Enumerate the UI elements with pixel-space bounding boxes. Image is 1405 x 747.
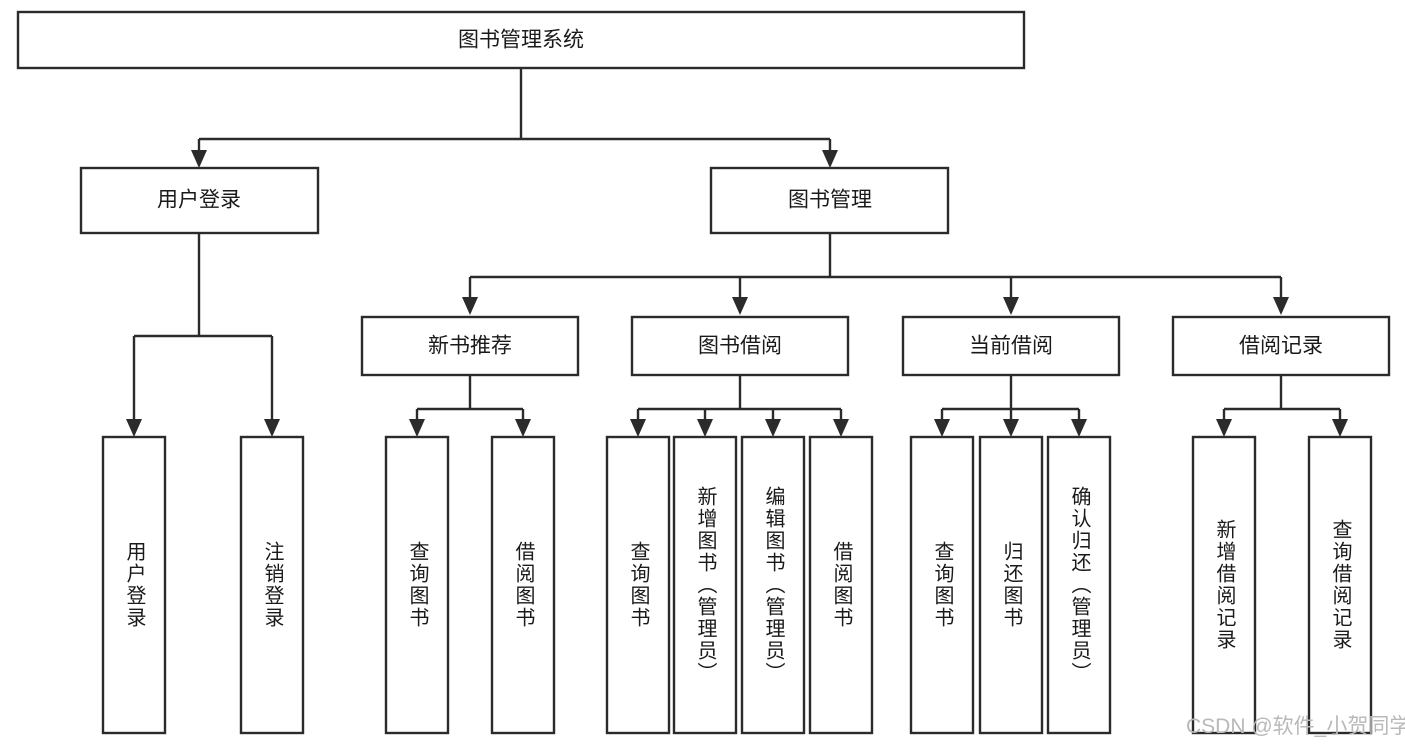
node-leaf-user-login-box[interactable] (101, 435, 167, 735)
arrow-head-leaf-confirm-return (1071, 419, 1087, 437)
node-new-book-recommend-box[interactable] (360, 315, 580, 377)
node-new-book-recommend[interactable]: 新书推荐 (360, 315, 580, 377)
node-leaf-query-record-box[interactable] (1307, 435, 1373, 735)
node-borrow-record-box[interactable] (1171, 315, 1391, 377)
node-leaf-query-book-3-box[interactable] (909, 435, 975, 735)
arrow-head-borrow-record (1273, 297, 1289, 315)
arrow-head-leaf-return-book (1003, 419, 1019, 437)
node-book-management-box[interactable] (709, 166, 950, 235)
node-new-book-recommend-label: 新书推荐 (428, 335, 512, 358)
node-user-login[interactable]: 用户登录 (79, 166, 320, 235)
node-book-borrow[interactable]: 图书借阅 (630, 315, 850, 377)
arrow-head-user-login (191, 150, 207, 168)
arrow-head-new-book-recommend (462, 297, 478, 315)
node-current-borrow[interactable]: 当前借阅 (901, 315, 1121, 377)
arrow-head-leaf-query-book-1 (409, 419, 425, 437)
arrow-head-leaf-logout (264, 419, 280, 437)
arrow-head-leaf-add-record (1216, 419, 1232, 437)
node-book-management-label: 图书管理 (788, 189, 872, 212)
arrow-head-leaf-add-book (697, 419, 713, 437)
node-leaf-return-book-box[interactable] (978, 435, 1044, 735)
node-book-borrow-box[interactable] (630, 315, 850, 377)
node-leaf-borrow-book-1-box[interactable] (490, 435, 556, 735)
connector-layer (126, 68, 1348, 437)
node-title-box[interactable] (16, 10, 1026, 70)
node-leaf-query-book-1-box[interactable] (384, 435, 450, 735)
node-borrow-record-label: 借阅记录 (1239, 335, 1323, 358)
node-user-login-label: 用户登录 (157, 189, 241, 212)
arrow-head-leaf-borrow-book-1 (515, 419, 531, 437)
arrow-head-leaf-query-record (1332, 419, 1348, 437)
arrow-head-current-borrow (1003, 297, 1019, 315)
node-leaf-add-record-box[interactable] (1191, 435, 1257, 735)
node-borrow-record[interactable]: 借阅记录 (1171, 315, 1391, 377)
node-book-management[interactable]: 图书管理 (709, 166, 950, 235)
node-leaf-logout-box[interactable] (239, 435, 305, 735)
node-leaf-borrow-book-2-box[interactable] (808, 435, 874, 735)
node-current-borrow-label: 当前借阅 (969, 335, 1053, 358)
node-leaf-add-book-box[interactable] (672, 435, 738, 735)
node-leaf-edit-book-box[interactable] (740, 435, 806, 735)
arrow-head-book-borrow (732, 297, 748, 315)
node-user-login-box[interactable] (79, 166, 320, 235)
arrow-head-book-management (822, 150, 838, 168)
arrow-head-leaf-borrow-book-2 (833, 419, 849, 437)
node-leaf-query-book-2-box[interactable] (605, 435, 671, 735)
node-current-borrow-box[interactable] (901, 315, 1121, 377)
arrow-head-leaf-query-book-3 (934, 419, 950, 437)
arrow-head-leaf-user-login (126, 419, 142, 437)
arrow-head-leaf-edit-book (765, 419, 781, 437)
node-title-label: 图书管理系统 (458, 29, 584, 52)
watermark-text: CSDN @软件_小贺同学 (1186, 715, 1405, 738)
node-book-borrow-label: 图书借阅 (698, 335, 782, 358)
node-leaf-confirm-return-box[interactable] (1046, 435, 1112, 735)
node-title[interactable]: 图书管理系统 (16, 10, 1026, 70)
arrow-head-leaf-query-book-2 (630, 419, 646, 437)
